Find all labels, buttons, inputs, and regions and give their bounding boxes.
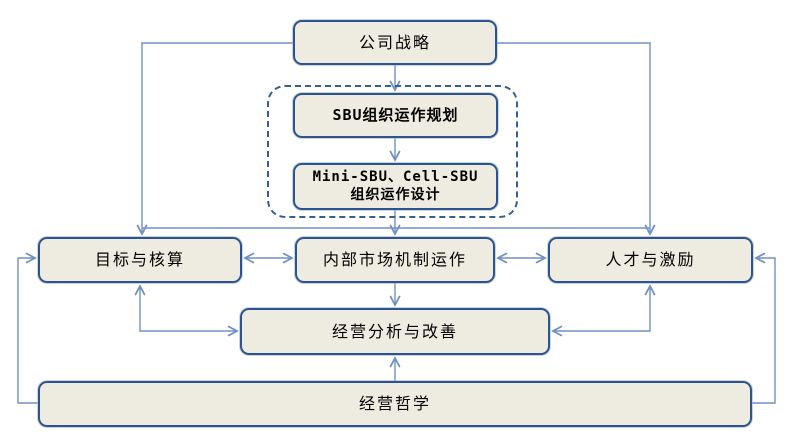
connector-talent-analysis [553, 286, 650, 331]
node-goals-accounting: 目标与核算 [38, 237, 242, 283]
connector-goals-analysis [140, 286, 237, 331]
node-sbu-planning: SBU组织运作规划 [293, 93, 498, 138]
node-company-strategy: 公司战略 [293, 20, 497, 65]
node-talent-incentive: 人才与激励 [548, 237, 753, 283]
node-philosophy: 经营哲学 [38, 381, 752, 427]
node-analysis-improvement: 经营分析与改善 [240, 308, 550, 355]
node-philosophy-label: 经营哲学 [358, 394, 431, 413]
node-talent-incentive-label: 人才与激励 [605, 250, 696, 269]
node-internal-market-label: 内部市场机制运作 [322, 250, 467, 269]
connector-philosophy-to-talent-loop [752, 258, 776, 404]
node-analysis-improvement-label: 经营分析与改善 [331, 321, 458, 341]
connector-strategy-to-talent [497, 42, 650, 234]
sbu-design-group-frame [267, 85, 518, 218]
node-company-strategy-label: 公司战略 [358, 32, 431, 52]
connector-philosophy-to-goals-loop [17, 258, 38, 404]
node-goals-accounting-label: 目标与核算 [94, 250, 185, 269]
node-mini-sbu-design: Mini-SBU、Cell-SBU 组织运作设计 [293, 163, 498, 210]
node-sbu-planning-label: SBU组织运作规划 [332, 106, 459, 125]
node-mini-sbu-line1: Mini-SBU、Cell-SBU [312, 169, 479, 185]
node-mini-sbu-line2: 组织运作设计 [350, 186, 441, 203]
node-internal-market: 内部市场机制运作 [295, 237, 495, 283]
connector-strategy-to-goals [142, 42, 293, 234]
